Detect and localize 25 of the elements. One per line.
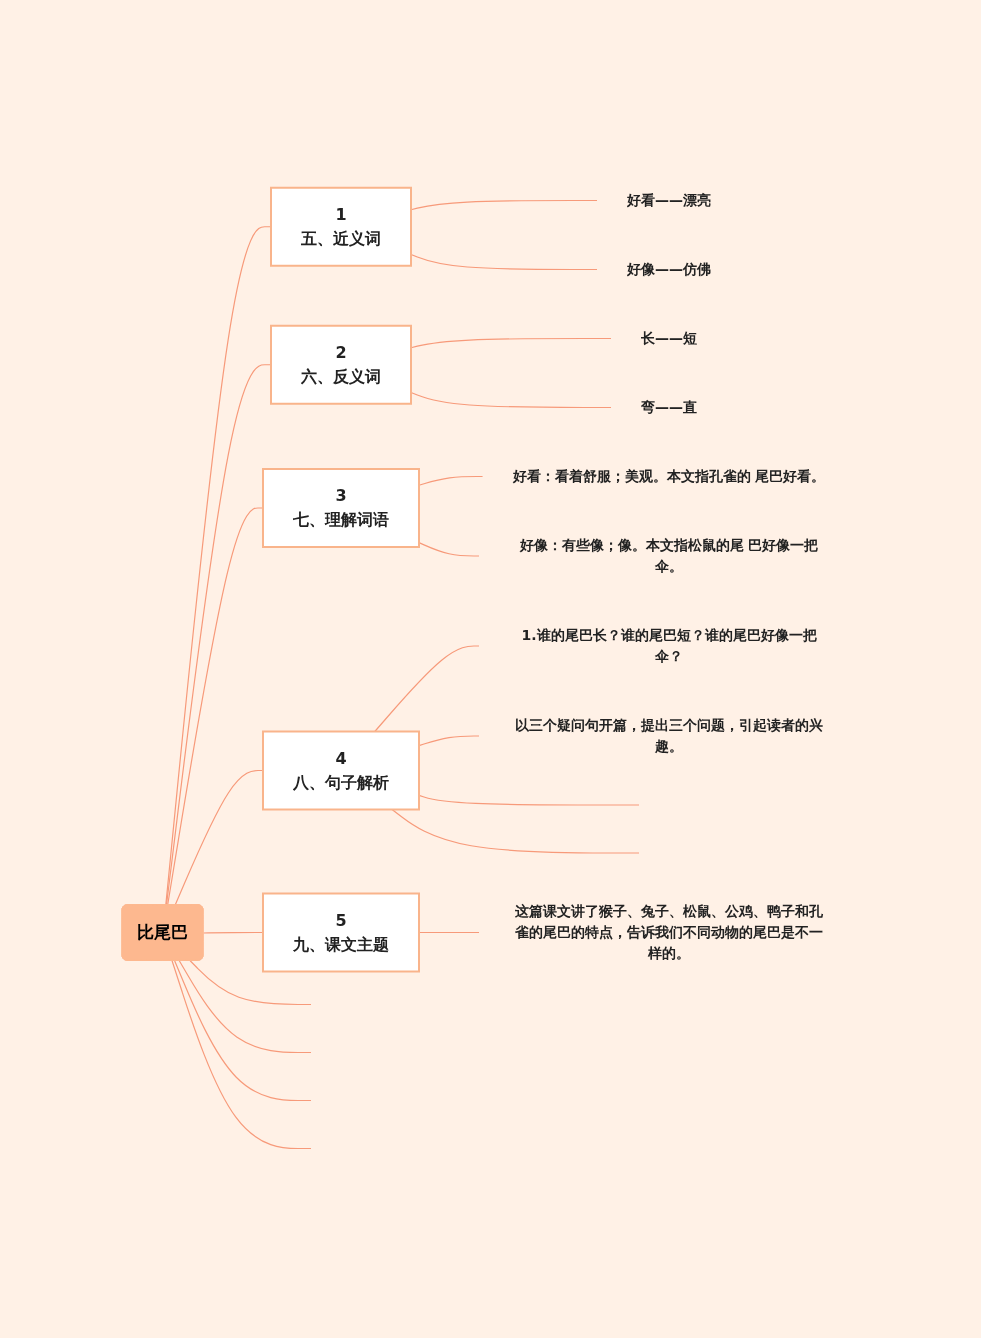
connector-line (178, 959, 312, 1053)
node-text: 以三个疑问句开篇，提出三个问题，引起读者的兴趣。 (515, 716, 823, 754)
connector-line (374, 645, 480, 732)
connector-line (165, 363, 272, 906)
connector-line (174, 769, 264, 906)
node-box: 4 八、句子解析 (262, 730, 420, 811)
connector-line (391, 808, 640, 854)
node-text: 弯——直 (641, 398, 697, 415)
node-box: 2 六、反义词 (270, 324, 412, 405)
node-text: 1.谁的尾巴长？谁的尾巴短？谁的尾巴好像一把伞？ (521, 626, 817, 664)
node-text: 好看——漂亮 (627, 191, 711, 208)
connector-line (174, 959, 312, 1101)
connector-line (171, 959, 312, 1149)
node-box: 1 五、近义词 (270, 186, 412, 267)
node-text: 好看：看着舒服；美观。本文指孔雀的 尾巴好看。 (512, 467, 826, 484)
node-text: 好像——仿佛 (627, 260, 711, 277)
connector-line (189, 959, 312, 1005)
connector-line (167, 507, 264, 906)
node-text: 长——短 (641, 329, 697, 346)
node-text: 这篇课文讲了猴子、兔子、松鼠、公鸡、鸭子和孔雀的尾巴的特点，告诉我们不同动物的尾巴是不一样的。 (515, 902, 823, 961)
node-box: 5 九、课文主题 (262, 892, 420, 973)
connector-line (165, 225, 272, 906)
node-text: 好像：有些像；像。本文指松鼠的尾 巴好像一把伞。 (519, 536, 819, 574)
node-box: 3 七、理解词语 (262, 467, 420, 548)
connector-line (202, 931, 264, 934)
